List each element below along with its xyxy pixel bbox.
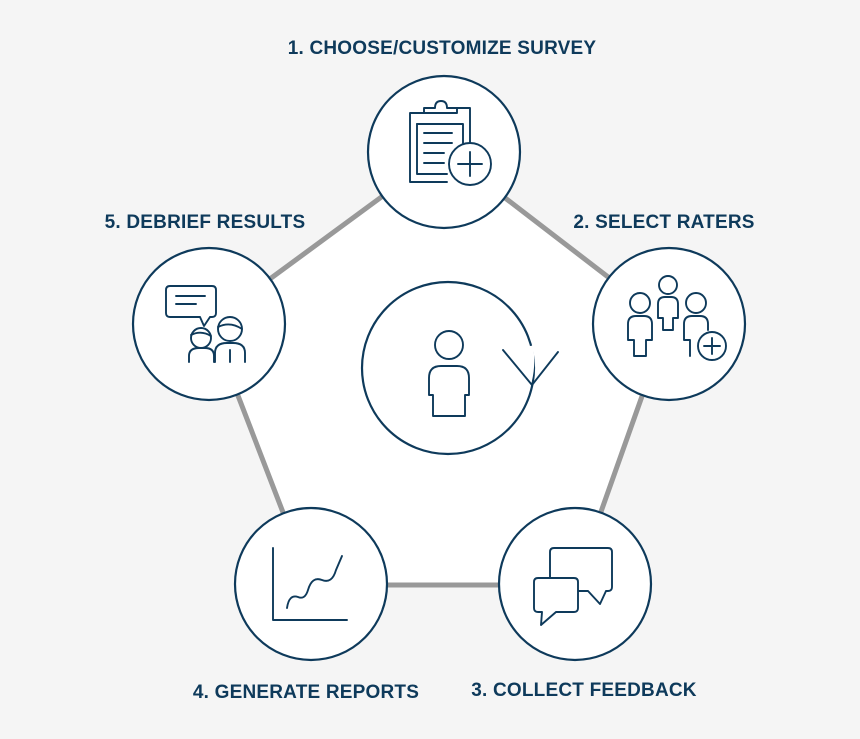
step-5-label: 5. DEBRIEF RESULTS [105, 212, 306, 233]
center-gap [521, 345, 535, 397]
center-circle [360, 280, 536, 456]
conversation-icon [165, 285, 246, 363]
step-4-node: 4. GENERATE REPORTS [193, 506, 419, 703]
step-1-node: 1. CHOOSE/CUSTOMIZE SURVEY [288, 38, 597, 230]
step-3-node: 3. COLLECT FEEDBACK [471, 506, 697, 701]
step-5-circle [131, 246, 287, 402]
step-5-node: 5. DEBRIEF RESULTS [105, 212, 306, 402]
clipboard-add-icon [409, 100, 492, 186]
step-3-label: 3. COLLECT FEEDBACK [471, 680, 697, 701]
chat-bubbles-icon [533, 547, 613, 626]
line-chart-icon [272, 547, 348, 621]
step-4-label: 4. GENERATE REPORTS [193, 682, 419, 703]
center-node [360, 280, 559, 456]
person-cycle-icon [428, 330, 559, 417]
step-1-circle [366, 74, 522, 230]
people-add-icon [627, 275, 727, 361]
step-2-label: 2. SELECT RATERS [573, 212, 754, 233]
step-2-node: 2. SELECT RATERS [573, 212, 754, 402]
step-2-circle [591, 246, 747, 402]
step-1-label: 1. CHOOSE/CUSTOMIZE SURVEY [288, 38, 597, 59]
